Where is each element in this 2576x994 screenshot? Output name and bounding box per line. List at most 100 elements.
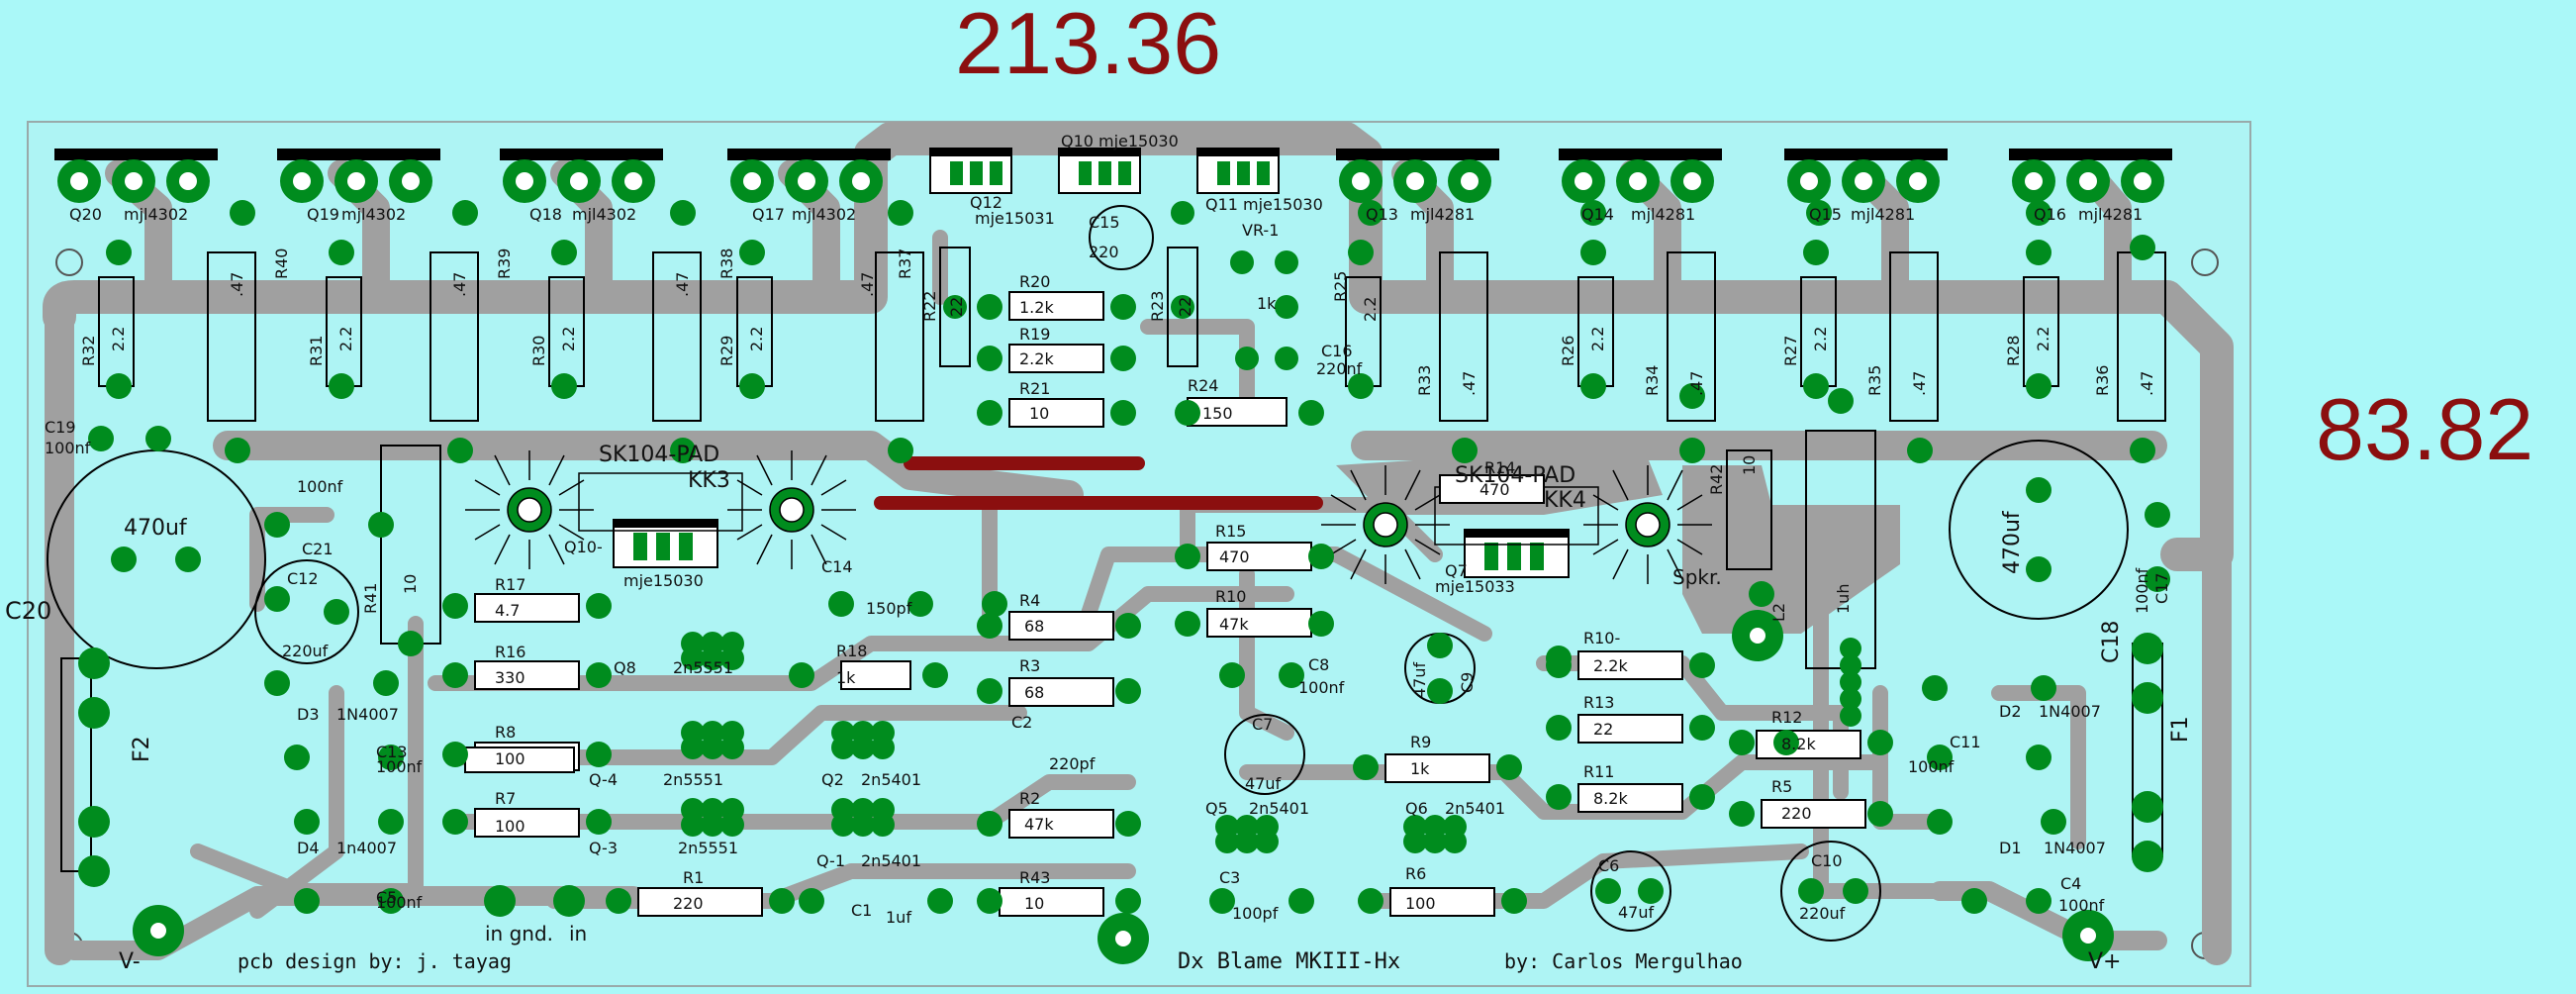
svg-text:C4: C4	[2060, 874, 2081, 893]
svg-text:F2: F2	[130, 736, 154, 762]
svg-text:F1: F1	[2168, 716, 2193, 743]
svg-text:C21: C21	[302, 540, 334, 558]
svg-text:Q5: Q5	[1205, 799, 1228, 818]
svg-text:C18: C18	[2099, 621, 2124, 663]
label-q16-part: mjl4281	[2078, 205, 2143, 224]
svg-text:R1: R1	[683, 868, 704, 887]
label-q20-part: mjl4302	[124, 205, 188, 224]
svg-text:R21: R21	[1019, 379, 1050, 398]
svg-text:150pf: 150pf	[866, 599, 912, 618]
svg-text:1uh: 1uh	[1834, 584, 1853, 614]
svg-text:.47: .47	[1687, 371, 1706, 396]
svg-text:R30: R30	[529, 336, 548, 366]
svg-text:D3: D3	[297, 705, 320, 724]
svg-text:Q6: Q6	[1405, 799, 1428, 818]
board-height-dimension: 83.82	[2316, 380, 2534, 478]
svg-text:.47: .47	[673, 272, 692, 297]
svg-text:R27: R27	[1781, 336, 1800, 366]
input-gnd-label: in gnd.	[485, 922, 553, 945]
transistor-q17	[727, 149, 891, 203]
svg-text:.47: .47	[1910, 371, 1929, 396]
input-gnd-pad	[484, 885, 516, 917]
svg-text:47k: 47k	[1024, 815, 1054, 834]
label-q16: Q16	[2034, 205, 2066, 224]
board-title: Dx Blame MKIII-Hx	[1178, 949, 1400, 974]
svg-text:C20: C20	[5, 597, 51, 625]
svg-text:22: 22	[1176, 297, 1194, 317]
svg-text:470uf: 470uf	[2000, 510, 2025, 574]
svg-text:100: 100	[495, 749, 525, 768]
svg-text:1k: 1k	[836, 668, 856, 687]
svg-text:R10: R10	[1215, 587, 1246, 606]
label-heatsink-left: SK104-PAD	[599, 443, 719, 467]
driver-transistors	[613, 148, 1570, 578]
svg-text:100nf: 100nf	[1298, 678, 1345, 697]
svg-text:R3: R3	[1019, 656, 1040, 675]
svg-text:68: 68	[1024, 617, 1044, 636]
label-q20: Q20	[69, 205, 102, 224]
transistor-q10b	[613, 519, 718, 568]
svg-text:R31: R31	[307, 336, 326, 366]
svg-text:C1: C1	[851, 901, 872, 920]
horizontal-resistors	[464, 291, 1866, 917]
fuse-f2	[60, 657, 92, 872]
label-q19-part: mjl4302	[341, 205, 406, 224]
output-transistors	[54, 149, 2172, 203]
svg-text:2n5551: 2n5551	[673, 658, 733, 677]
svg-text:R10-: R10-	[1583, 629, 1620, 647]
svg-text:.47: .47	[228, 272, 246, 297]
svg-text:C11: C11	[1950, 733, 1981, 751]
svg-text:100nf: 100nf	[2133, 567, 2151, 614]
svg-text:R13: R13	[1583, 693, 1614, 712]
label-q17: Q17	[752, 205, 785, 224]
svg-text:10: 10	[1024, 894, 1044, 913]
svg-text:R42: R42	[1707, 464, 1726, 495]
transistor-q20	[54, 149, 218, 203]
svg-text:R14: R14	[1484, 458, 1515, 477]
svg-text:R11: R11	[1583, 762, 1614, 781]
label-q15: Q15	[1809, 205, 1842, 224]
heatsink-kk4	[1321, 465, 1712, 584]
svg-text:R33: R33	[1415, 365, 1434, 396]
svg-text:R16: R16	[495, 643, 525, 661]
svg-text:220uf: 220uf	[1799, 904, 1846, 923]
svg-text:C12: C12	[287, 569, 319, 588]
label-kk4: KK4	[1544, 488, 1586, 513]
svg-text:R23: R23	[1148, 291, 1167, 322]
svg-text:R35: R35	[1865, 365, 1884, 396]
svg-text:68: 68	[1024, 683, 1044, 702]
svg-text:2.2: 2.2	[1361, 297, 1380, 322]
svg-text:Q-4: Q-4	[589, 770, 618, 789]
svg-text:.47: .47	[2138, 371, 2156, 396]
svg-text:1N4007: 1N4007	[2039, 702, 2101, 721]
label-q19: Q19	[307, 205, 339, 224]
svg-text:R19: R19	[1019, 325, 1050, 344]
svg-text:R5: R5	[1771, 777, 1792, 796]
svg-text:R29: R29	[717, 336, 736, 366]
svg-text:R40: R40	[272, 248, 291, 279]
transistor-q10	[1058, 148, 1141, 194]
svg-text:.47: .47	[1460, 371, 1479, 396]
svg-text:22: 22	[947, 297, 966, 317]
label-q17-part: mjl4302	[792, 205, 856, 224]
designer-credit: pcb design by: j. tayag	[238, 949, 512, 973]
svg-text:150: 150	[1202, 404, 1233, 423]
svg-text:2.2k: 2.2k	[1593, 656, 1628, 675]
transistor-q15	[1784, 149, 1948, 203]
ground-pour	[1682, 465, 1900, 634]
svg-text:470: 470	[1219, 547, 1250, 566]
transistor-q14	[1559, 149, 1722, 203]
label-kk3: KK3	[688, 468, 730, 493]
svg-text:R20: R20	[1019, 272, 1050, 291]
label-q10: Q10	[1061, 132, 1094, 150]
svg-text:2.2: 2.2	[559, 327, 578, 351]
svg-text:100nf: 100nf	[2058, 896, 2105, 915]
svg-text:.47: .47	[450, 272, 469, 297]
svg-text:R24: R24	[1188, 376, 1218, 395]
input-pad	[553, 885, 585, 917]
svg-text:22: 22	[1593, 720, 1613, 739]
svg-text:R26: R26	[1559, 336, 1577, 366]
svg-text:100nf: 100nf	[1908, 757, 1955, 776]
svg-text:100nf: 100nf	[376, 893, 423, 912]
svg-text:R6: R6	[1405, 864, 1426, 883]
